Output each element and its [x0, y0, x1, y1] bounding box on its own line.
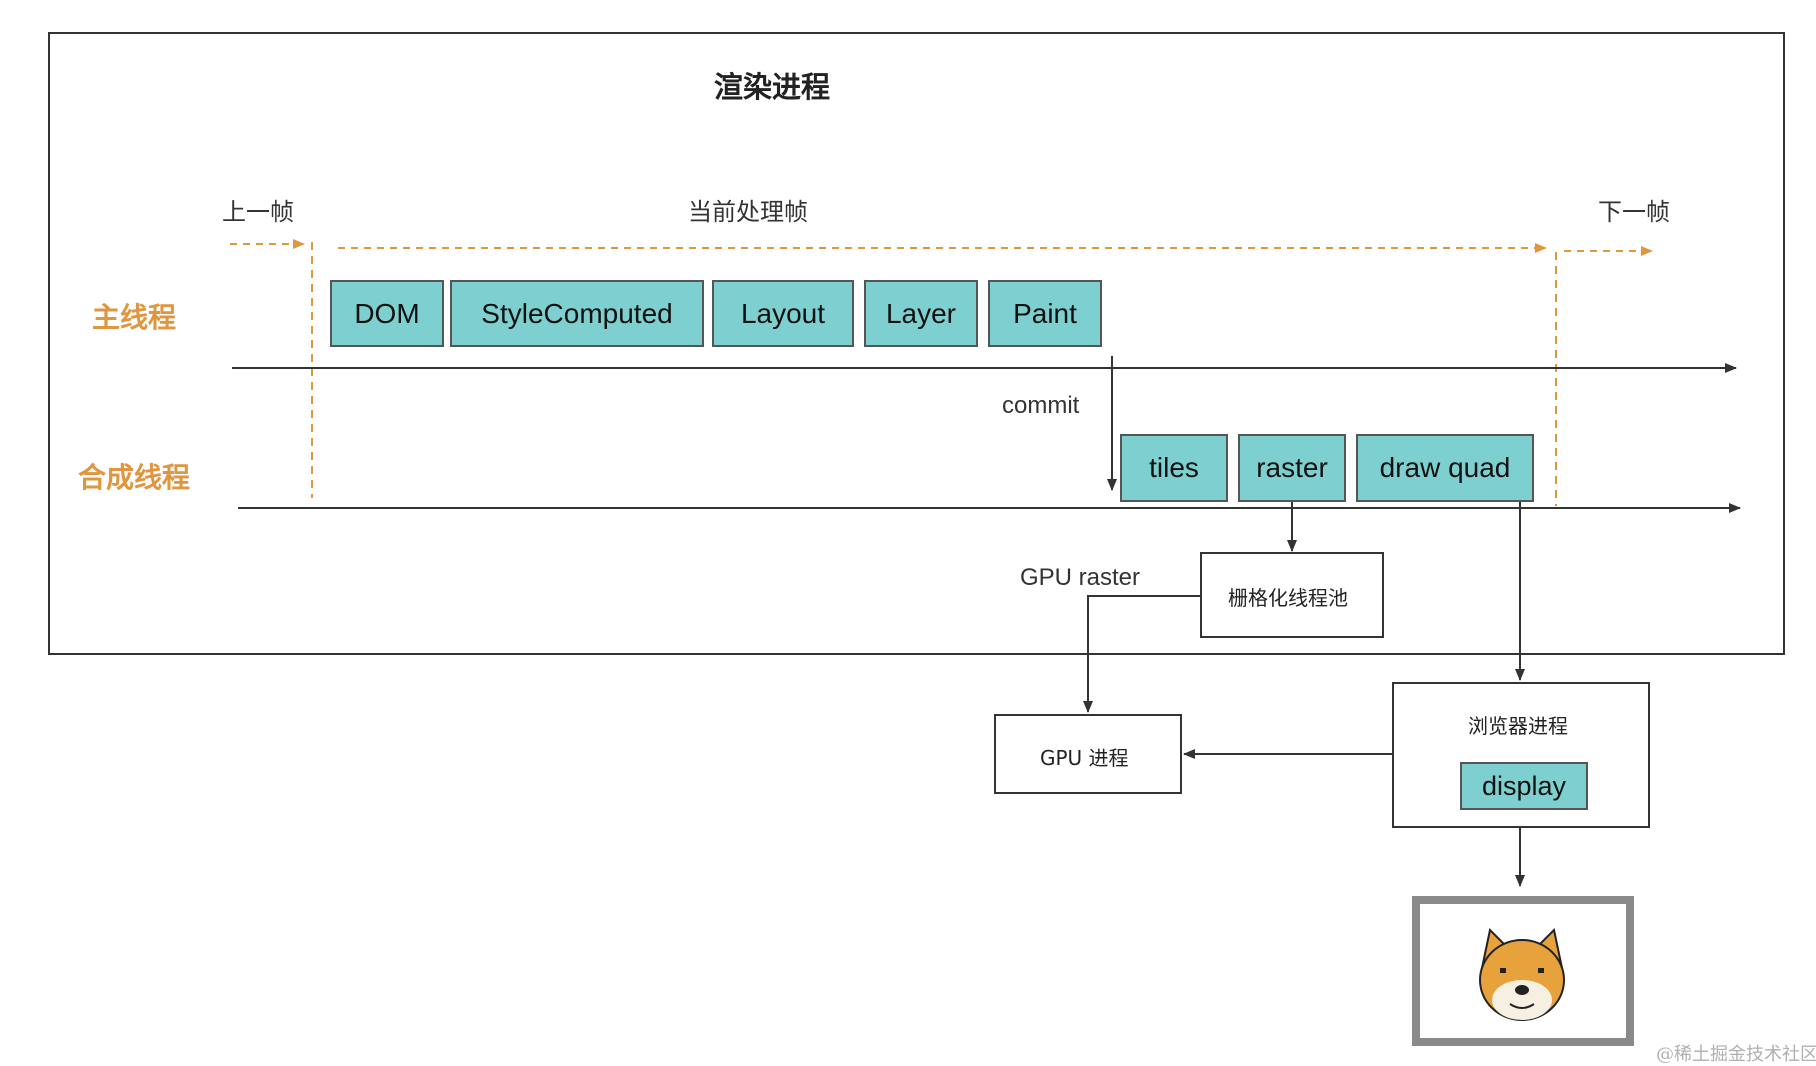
raster-thread-pool-label: 栅格化线程池 [1228, 586, 1348, 610]
diagram-title: 渲染进程 [714, 70, 831, 104]
task-layer: Layer [864, 280, 978, 347]
next-frame-label: 下一帧 [1598, 198, 1670, 226]
render-process-frame [48, 32, 1785, 655]
gpu-process-label: GPU 进程 [1040, 746, 1129, 770]
task-paint: Paint [988, 280, 1102, 347]
task-style-computed: StyleComputed [450, 280, 704, 347]
prev-frame-label: 上一帧 [222, 198, 294, 226]
main-thread-label: 主线程 [92, 301, 177, 334]
commit-label: commit [1002, 392, 1080, 419]
watermark-text: @稀土掘金技术社区 [1656, 1044, 1816, 1065]
gpu-raster-arrow [1083, 595, 1202, 713]
raster-thread-pool-box [1200, 552, 1384, 638]
task-tiles: tiles [1120, 434, 1228, 502]
task-draw-quad: draw quad [1356, 434, 1534, 502]
task-raster: raster [1238, 434, 1346, 502]
compositor-thread-label: 合成线程 [78, 461, 191, 494]
task-layout: Layout [712, 280, 854, 347]
task-dom: DOM [330, 280, 444, 347]
current-frame-label: 当前处理帧 [688, 198, 808, 226]
gpu-process-box [994, 714, 1182, 794]
browser-process-label: 浏览器进程 [1468, 714, 1568, 738]
shiba-dog-icon [1479, 927, 1565, 1021]
task-display: display [1460, 762, 1588, 810]
gpu-raster-label: GPU raster [1020, 564, 1141, 591]
